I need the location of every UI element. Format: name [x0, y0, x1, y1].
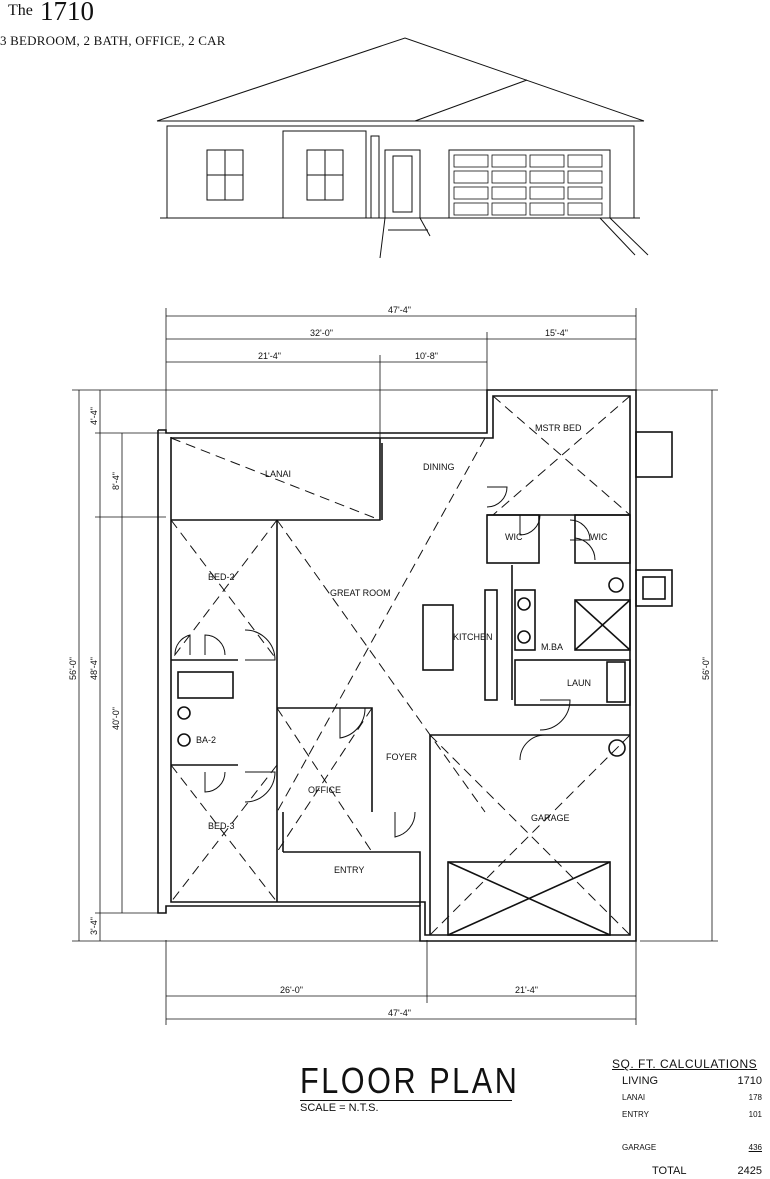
sqft-value: 101	[748, 1110, 762, 1119]
room-entry: ENTRY	[334, 865, 364, 875]
room-mba: M.BA	[541, 642, 563, 652]
sqft-value: 436	[748, 1143, 762, 1152]
front-elevation	[156, 37, 649, 259]
dim-right-total: 56'-0"	[701, 657, 711, 680]
room-garage: GARAGE	[531, 813, 570, 823]
dim-left-inner: 40'-0"	[111, 707, 121, 730]
sqft-row-total: TOTAL 2425	[652, 1165, 762, 1177]
room-diagonals	[170, 395, 631, 936]
sqft-label: LIVING	[622, 1075, 659, 1087]
dim-left-top: 4'-4"	[89, 407, 99, 425]
dimension-lines	[72, 308, 718, 1025]
dim-left-a: 8'-4"	[111, 472, 121, 490]
dim-top-total: 47'-4"	[388, 305, 411, 315]
title-the: The	[8, 2, 33, 19]
sqft-heading: SQ. FT. CALCULATIONS	[612, 1057, 758, 1071]
dim-top-right: 15'-4"	[545, 328, 568, 338]
room-lanai: LANAI	[265, 469, 291, 479]
dim-bottom-right: 21'-4"	[515, 985, 538, 995]
dim-left-total: 56'-0"	[68, 657, 78, 680]
dim-bottom-left: 26'-0"	[280, 985, 303, 995]
plan-subtitle: 3 BEDROOM, 2 BATH, OFFICE, 2 CAR	[0, 33, 226, 48]
title-underline	[300, 1100, 512, 1101]
dim-left-mid: 48'-4"	[89, 657, 99, 680]
floor-plan-title: FLOOR PLAN	[300, 1060, 520, 1101]
floor-plan	[157, 389, 673, 942]
sqft-label: TOTAL	[652, 1165, 687, 1177]
room-bed-3: BED-3	[208, 821, 235, 831]
sqft-label: GARAGE	[622, 1143, 657, 1152]
sqft-label: LANAI	[622, 1093, 646, 1102]
dim-top-a: 21'-4"	[258, 351, 281, 361]
room-foyer: FOYER	[386, 752, 418, 762]
sqft-table: SQ. FT. CALCULATIONS LIVING 1710 LANAI 1…	[612, 1057, 770, 1177]
sqft-value: 2425	[737, 1165, 762, 1177]
dim-top-b: 10'-8"	[415, 351, 438, 361]
door-swings	[174, 486, 596, 838]
room-bed-2: BED-2	[208, 572, 235, 582]
dim-bottom-total: 47'-4"	[388, 1008, 411, 1018]
sqft-row-living: LIVING 1710	[622, 1075, 762, 1087]
room-wic-2: WIC	[590, 532, 608, 542]
room-mstr-bed: MSTR BED	[535, 423, 582, 433]
floor-plan-scale: SCALE = N.T.S.	[300, 1102, 379, 1114]
room-ba-2: BA-2	[196, 735, 216, 745]
sqft-value: 1710	[737, 1075, 762, 1087]
room-dining: DINING	[423, 462, 455, 472]
sqft-row-garage: GARAGE 436	[622, 1143, 762, 1152]
dim-left-bottom: 3'-4"	[89, 917, 99, 935]
sqft-row-lanai: LANAI 178	[622, 1093, 762, 1102]
room-laun: LAUN	[567, 678, 591, 688]
dim-top-left: 32'-0"	[310, 328, 333, 338]
sqft-row-entry: ENTRY 101	[622, 1110, 762, 1119]
model-number: 1710	[40, 0, 94, 26]
sqft-label: ENTRY	[622, 1110, 649, 1119]
sqft-value: 178	[748, 1093, 762, 1102]
room-kitchen: KITCHEN	[453, 632, 493, 642]
room-great-room: GREAT ROOM	[330, 588, 391, 598]
room-office: OFFICE	[308, 785, 341, 795]
room-wic-1: WIC	[505, 532, 523, 542]
